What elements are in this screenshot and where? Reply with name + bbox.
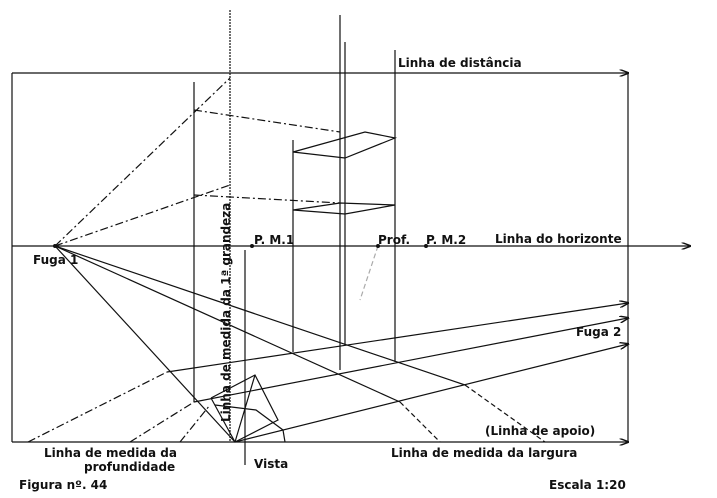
support-line-label: (Linha de apoio) [485,424,596,438]
depth-measure-label-1: Linha de medida da [44,446,177,460]
fuga1-line [54,245,401,403]
scale-label: Escala 1:20 [549,478,626,492]
depth-line [359,245,379,301]
first-magnitude-label: Linha de medida da 1ª grandeza [219,202,233,422]
depth-point-label: Prof. [378,233,411,247]
fuga1-line [54,245,466,386]
view-object [210,374,279,443]
figure-label: Figura nº. 44 [19,478,108,492]
vanishing-point-2-label: Fuga 2 [576,325,622,339]
support-line [399,401,441,443]
construction-line [129,401,195,443]
pm2-label: P. M.2 [426,233,467,247]
fuga1-line [54,245,236,443]
construction-line [27,371,168,443]
lower-plane [292,202,396,215]
fuga2-line [234,344,628,443]
width-measure-label: Linha de medida da largura [391,446,578,460]
view-label: Vista [254,457,289,471]
distance-line-label: Linha de distância [398,56,522,70]
construction-line [179,404,211,443]
horizon-line-label: Linha do horizonte [495,232,622,246]
depth-measure-label-2: profundidade [84,460,176,474]
fuga2-line [166,303,628,373]
construction-line [193,109,341,133]
fuga2-line [193,318,628,403]
construction-line [193,194,341,204]
construction-line [54,77,231,247]
construction-line [54,184,231,247]
vanishing-point-1-label: Fuga 1 [33,253,79,267]
upper-plane [292,131,398,159]
pm1-label: P. M.1 [254,233,295,247]
view-object [214,404,286,443]
support-line [464,384,546,443]
